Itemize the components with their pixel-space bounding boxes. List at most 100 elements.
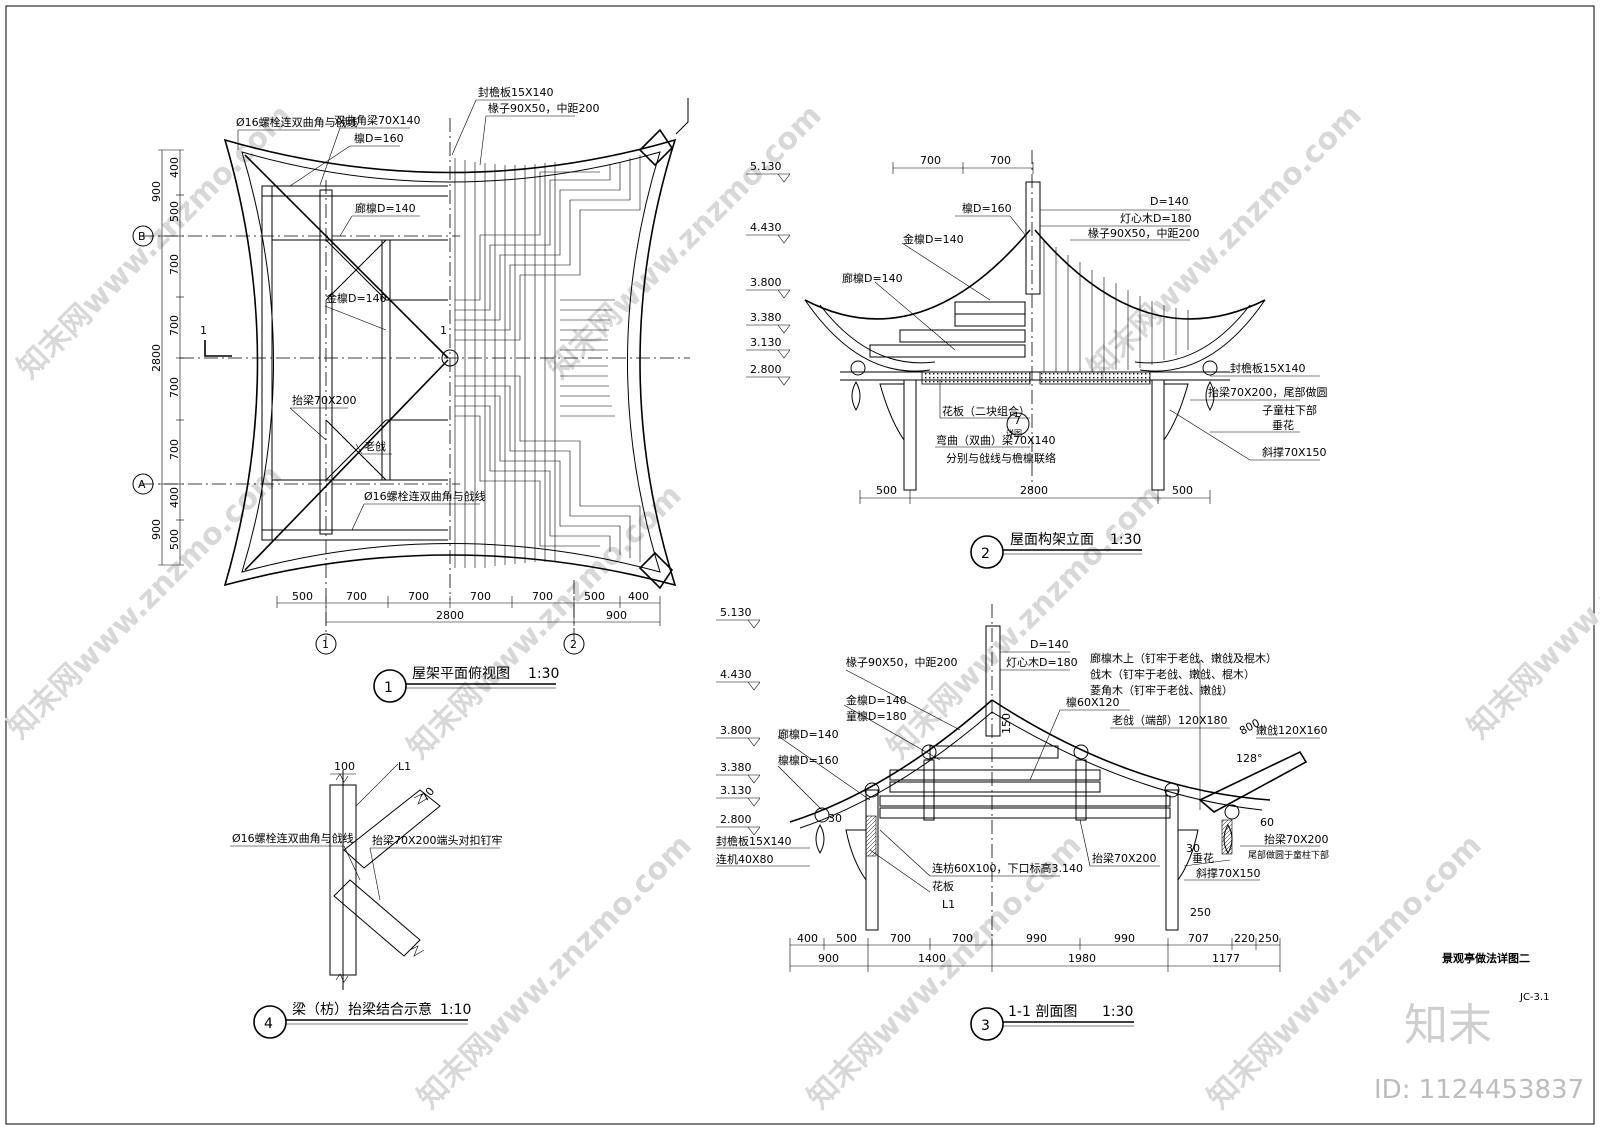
- brace-right: [1163, 383, 1189, 442]
- cross-brace: [325, 239, 387, 301]
- drawing-title: 梁（枋）抬梁结合示意: [292, 1001, 432, 1018]
- purlin: [929, 745, 1059, 759]
- dim-bottom-total: 1980: [1068, 952, 1096, 965]
- purlin-section: [1202, 360, 1218, 376]
- roof-slope-right: [991, 699, 1271, 801]
- axis-bubble-2: [563, 633, 585, 655]
- label-tie: 连机40X80: [716, 852, 774, 866]
- dim-left: 700: [168, 254, 181, 275]
- dim-bottom: 500: [584, 590, 605, 603]
- axis-label-A: A: [138, 478, 146, 491]
- leader-line: [289, 145, 351, 187]
- break-line: [335, 973, 349, 983]
- label-note1: 廊檩木上（钉牢于老戗、嫩戗及棍木）: [1090, 651, 1277, 665]
- leader-line: [339, 215, 353, 237]
- label-bolt-bottom: Ø16螺栓连双曲角与戗线: [364, 489, 486, 503]
- dim-left: 700: [168, 377, 181, 398]
- leader-line: [869, 849, 931, 893]
- dim-100: 100: [334, 760, 355, 773]
- roof-outline-inner: [241, 151, 661, 573]
- dim-bottom: 500: [836, 932, 857, 945]
- level-value: 4.430: [750, 221, 782, 234]
- detail-number: 7: [1014, 414, 1021, 427]
- label-gold-purlin: 金檩D=140: [846, 693, 907, 707]
- label-beam: 抬梁70X200: [1092, 851, 1157, 865]
- purlin-section: [921, 744, 937, 760]
- level-value: 2.800: [720, 813, 752, 826]
- drawing-number: 2: [981, 546, 990, 562]
- dim-bottom: 250: [1258, 932, 1279, 945]
- leader-line: [845, 669, 961, 731]
- leader-line: [289, 407, 327, 441]
- dim-bottom: 990: [1026, 932, 1047, 945]
- dim-small: 30: [828, 812, 842, 825]
- dim-bottom: 500: [1172, 484, 1193, 497]
- dim-bottom: 700: [408, 590, 429, 603]
- leader-line: [1183, 859, 1231, 867]
- label-L1: L1: [942, 898, 955, 911]
- label-tender-gang: 嫩戗120X160: [1256, 723, 1328, 737]
- dim-small: 250: [1190, 906, 1211, 919]
- label-beam-tie: 连枋60X100，下口标高3.140: [932, 861, 1083, 875]
- purlin-section: [1073, 744, 1089, 760]
- eave-curve-left: [804, 299, 931, 372]
- leader-line: [355, 443, 363, 455]
- old-gang-top: [244, 154, 449, 359]
- dim-small: 150: [1000, 713, 1013, 734]
- leader-line: [874, 281, 956, 351]
- drawing-number: 3: [981, 1018, 990, 1034]
- purlin-section: [1164, 782, 1180, 798]
- axis-bubble-B: [132, 225, 154, 247]
- dim-top: 700: [920, 154, 941, 167]
- beam-left: [261, 185, 273, 541]
- level-value: 3.800: [750, 276, 782, 289]
- label-corridor-purlin: 廊檩D=140: [355, 201, 416, 215]
- axis-bubble-1: [315, 633, 337, 655]
- leader-line: [319, 127, 341, 186]
- left-dimension-chain: [158, 149, 184, 566]
- drawing-number: 1: [384, 680, 393, 696]
- label-beam: 抬梁70X200，尾部做圆: [1208, 385, 1328, 399]
- section-mark-label: 1: [200, 324, 207, 337]
- hanging-flower-left: [815, 823, 825, 855]
- short-post: [923, 759, 935, 821]
- leader-line: [369, 847, 381, 901]
- purlin-block: [954, 313, 1026, 327]
- axis-label-2: 2: [570, 638, 577, 651]
- post-left: [903, 379, 917, 491]
- axis-bubble-A: [132, 473, 154, 495]
- detail-circle: [1006, 412, 1030, 436]
- drawing-title: 1-1 剖面图: [1008, 1004, 1077, 1020]
- dim-bottom: 700: [470, 590, 491, 603]
- label-rafter: 椽子90X50，中距200: [488, 102, 600, 115]
- roof-elevation-drawing: 5.130 4.430 3.800 3.380 3.130 2.800 700 …: [746, 150, 1328, 569]
- dim-left: 700: [168, 439, 181, 460]
- bottom-dimension-chain: [276, 596, 661, 626]
- label-fascia: 封檐板15X140: [716, 834, 792, 848]
- hanging-flower-left: [851, 380, 861, 412]
- label-hanging-flower: 垂花: [1272, 419, 1294, 432]
- dim-left-total: 900: [150, 181, 163, 202]
- axis-label-1: 1: [322, 638, 329, 651]
- leader-line: [777, 735, 871, 801]
- dim-bottom: 220: [1234, 932, 1255, 945]
- leader-line: [879, 829, 931, 877]
- flower-board: [1039, 371, 1151, 385]
- drawing-title: 屋架平面俯视图: [412, 666, 510, 682]
- cross-brace: [325, 419, 387, 481]
- watermark-brand: 知末: [1404, 1000, 1492, 1051]
- drawing-number: 4: [264, 1016, 273, 1032]
- label-flower-board: 花板（二块组合）: [942, 404, 1030, 418]
- break-line: [413, 793, 429, 805]
- label-d140: D=140: [1150, 195, 1189, 208]
- dim-bottom-total: 900: [818, 952, 839, 965]
- label-bolt: Ø16螺栓连双曲角与戗线: [232, 831, 354, 845]
- label-rafter: 椽子90X50，中距200: [846, 656, 958, 669]
- label-fascia: 封檐板15X140: [1230, 361, 1306, 375]
- flower-board: [921, 371, 1031, 385]
- level-value: 3.380: [750, 311, 782, 324]
- label-corridor-purlin: 廊檩D=140: [778, 727, 839, 741]
- purlin-block: [899, 329, 1026, 343]
- purlin-section: [864, 782, 880, 798]
